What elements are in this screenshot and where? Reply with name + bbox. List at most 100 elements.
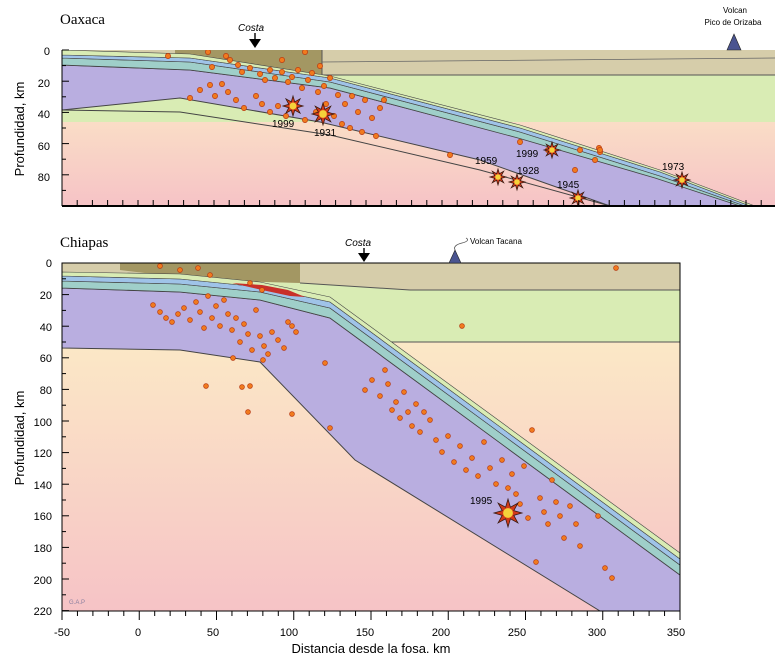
oaxaca-y-tick-label: 20 xyxy=(38,78,50,90)
chiapas-y-tick-label: 80 xyxy=(40,385,52,397)
quake-dot xyxy=(481,439,487,445)
quake-dot xyxy=(302,117,308,123)
event-label: 1995 xyxy=(470,496,493,507)
quake-dot xyxy=(369,115,375,121)
quake-dot xyxy=(529,427,535,433)
event-star-core xyxy=(549,147,555,153)
oaxaca-y-tick-label: 0 xyxy=(44,46,50,58)
event-star-icon xyxy=(507,172,527,192)
quake-dot xyxy=(517,139,523,145)
quake-dot xyxy=(557,513,563,519)
quake-dot xyxy=(207,272,213,278)
quake-dot xyxy=(567,503,573,509)
quake-dot xyxy=(225,311,231,317)
quake-dot xyxy=(382,367,388,373)
quake-dot xyxy=(233,315,239,321)
oaxaca-event-labels: 1999 1931 1959 1928 1999 1945 1973 xyxy=(272,119,685,191)
quake-dot xyxy=(553,499,559,505)
quake-dot xyxy=(247,65,253,71)
quake-dot xyxy=(309,70,315,76)
quake-dot xyxy=(405,409,411,415)
quake-dot xyxy=(195,265,201,271)
quake-dot xyxy=(509,471,515,477)
quake-dot xyxy=(257,71,263,77)
chiapas-sediment-layer xyxy=(62,271,680,560)
quake-dot xyxy=(347,125,353,131)
event-star-core xyxy=(575,195,581,201)
quake-dot xyxy=(493,481,499,487)
event-label: 1999 xyxy=(516,149,539,160)
quake-dot xyxy=(577,543,583,549)
event-label: 1973 xyxy=(662,162,685,173)
quake-dot xyxy=(175,311,181,317)
quake-dot xyxy=(349,93,355,99)
x-axis-ticks xyxy=(61,611,681,620)
quake-dot xyxy=(235,62,241,68)
quake-dot xyxy=(257,333,263,339)
oaxaca-forearc-wedge xyxy=(175,50,322,74)
quake-dot xyxy=(207,82,213,88)
x-tick-label: 100 xyxy=(280,627,298,639)
quake-dot xyxy=(247,383,253,389)
quake-dot xyxy=(377,105,383,111)
oaxaca-seismicity xyxy=(165,50,603,173)
quake-dot xyxy=(592,157,598,163)
quake-dot xyxy=(327,425,333,431)
quake-dot xyxy=(275,103,281,109)
quake-dot xyxy=(499,457,505,463)
quake-dot xyxy=(197,87,203,93)
oaxaca-cross-section xyxy=(62,50,775,206)
x-tick-label: 300 xyxy=(588,627,606,639)
event-star-core xyxy=(289,102,297,110)
quake-dot xyxy=(279,69,285,75)
quake-dot xyxy=(259,101,265,107)
oaxaca-x-minor-ticks xyxy=(61,200,762,206)
quake-dot xyxy=(475,473,481,479)
quake-dot xyxy=(451,459,457,465)
quake-dot xyxy=(393,399,399,405)
quake-dot xyxy=(381,97,387,103)
quake-dot xyxy=(517,501,523,507)
chiapas-y-tick-label: 180 xyxy=(34,543,52,555)
quake-dot xyxy=(613,265,619,271)
quake-dot xyxy=(445,433,451,439)
quake-dot xyxy=(505,485,511,491)
event-label: 1931 xyxy=(314,128,337,139)
event-star-icon xyxy=(568,188,588,206)
oaxaca-y-axis-label: Profundidad, km xyxy=(12,82,27,177)
oaxaca-coast-label: Costa xyxy=(238,23,265,34)
x-tick-label: 0 xyxy=(135,627,141,639)
quake-dot xyxy=(609,575,615,581)
chiapas-y-ticks xyxy=(62,262,69,612)
oaxaca-coast-arrow-icon xyxy=(249,33,261,48)
quake-dot xyxy=(177,267,183,273)
quake-dot xyxy=(262,77,268,83)
event-label: 1959 xyxy=(475,156,498,167)
oaxaca-y-tick-label: 40 xyxy=(38,109,50,121)
volcano-icon xyxy=(726,33,742,51)
quake-dot xyxy=(317,63,323,69)
chiapas-panel: Chiapas Costa Volcan Tacana Profundidad,… xyxy=(12,235,681,620)
quake-dot xyxy=(342,101,348,107)
quake-dot xyxy=(227,57,233,63)
quake-dot xyxy=(513,491,519,497)
quake-dot xyxy=(447,152,453,158)
quake-dot xyxy=(205,293,211,299)
chiapas-y-tick-label: 100 xyxy=(34,417,52,429)
chiapas-y-tick-label: 220 xyxy=(34,606,52,618)
quake-dot xyxy=(537,495,543,501)
chiapas-y-tick-label: 200 xyxy=(34,575,52,587)
quake-dot xyxy=(245,409,251,415)
quake-dot xyxy=(295,67,301,73)
quake-dot xyxy=(205,50,211,55)
quake-dot xyxy=(197,309,203,315)
quake-dot xyxy=(193,299,199,305)
quake-dot xyxy=(239,69,245,75)
x-tick-label: -50 xyxy=(54,627,70,639)
x-tick-label: 150 xyxy=(356,627,374,639)
quake-dot xyxy=(259,287,265,293)
event-star-core xyxy=(319,110,327,118)
quake-dot xyxy=(459,323,465,329)
quake-dot xyxy=(549,477,555,483)
